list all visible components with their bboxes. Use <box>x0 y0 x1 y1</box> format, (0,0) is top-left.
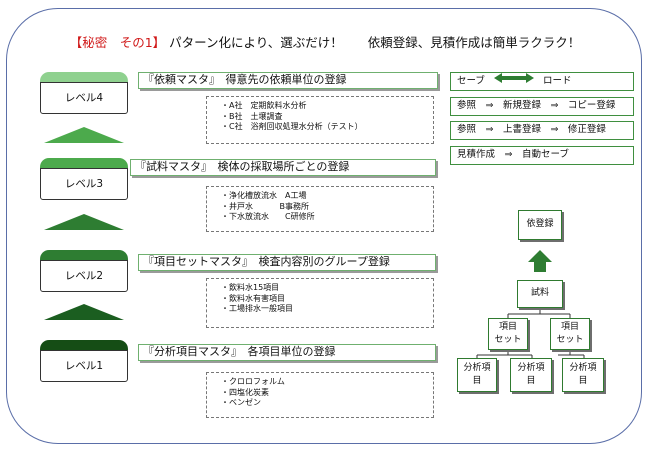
level-2-box: レベル2 <box>40 250 128 292</box>
tree-node-set-1: 項目 セット <box>488 318 528 350</box>
tree-node-item-3: 分析項 目 <box>562 358 604 392</box>
tree-up-arrow <box>528 250 552 272</box>
master-item: ・B社 土壌調査 <box>221 111 283 121</box>
level-1-box: レベル1 <box>40 340 128 382</box>
master-item: ・飲料水有害項目 <box>221 293 285 303</box>
level-4-label: レベル4 <box>40 82 128 114</box>
tree-node-item-1: 分析項 目 <box>457 358 497 392</box>
tree-node-shiryo: 試料 <box>517 280 563 308</box>
master-item: ・A社 定期飲料水分析 <box>221 101 307 110</box>
master-item: ・井戸水 B事務所 <box>221 201 310 211</box>
master-item: ・ベンゼン <box>221 398 261 407</box>
level-4-box: レベル4 <box>40 72 128 114</box>
master-list-irai: ・A社 定期飲料水分析 ・B社 土壌調査 ・C社 浴剤回収処理水分析（テスト） <box>206 96 434 144</box>
headline: 【秘密 その1】 パターン化により、選ぶだけ！ 依頼登録、見積作成は簡単ラクラク… <box>0 32 650 51</box>
master-item: ・C社 浴剤回収処理水分析（テスト） <box>221 122 363 131</box>
master-header-set: 『項目セットマスタ』 検査内容別のグループ登録 <box>138 254 436 271</box>
master-item: ・クロロフォルム <box>221 377 285 386</box>
master-list-bunseki: ・クロロフォルム ・四塩化炭素 ・ベンゼン <box>206 372 434 418</box>
master-item: ・下水放流水 C研修所 <box>221 212 315 221</box>
flow-box-estimate: 見積作成 ⇒ 自動セーブ <box>450 146 634 165</box>
save-load-box: セーブ ロード <box>450 72 634 91</box>
master-header-bunseki: 『分析項目マスタ』 各項目単位の登録 <box>138 344 436 361</box>
tree-node-item-2: 分析項 目 <box>510 358 552 392</box>
level-arrow-3 <box>44 304 124 320</box>
tree-node-set-2: 項目 セット <box>550 318 590 350</box>
level-1-label: レベル1 <box>40 350 128 382</box>
master-item: ・工場排水一般項目 <box>221 304 293 313</box>
flow-box-overwrite: 参照 ⇒ 上書登録 ⇒ 修正登録 <box>450 121 634 140</box>
level-3-label: レベル3 <box>40 168 128 200</box>
master-header-shiryo: 『試料マスタ』 検体の採取場所ごとの登録 <box>130 159 436 176</box>
flow-box-new: 参照 ⇒ 新規登録 ⇒ コピー登録 <box>450 97 634 116</box>
master-list-set: ・飲料水15項目 ・飲料水有害項目 ・工場排水一般項目 <box>206 278 434 328</box>
headline-text: パターン化により、選ぶだけ！ 依頼登録、見積作成は簡単ラクラク！ <box>169 35 581 50</box>
master-item: ・四塩化炭素 <box>221 387 269 397</box>
level-arrow-1 <box>44 127 124 143</box>
headline-lead: 【秘密 その1】 <box>69 35 166 50</box>
master-header-irai: 『依頼マスタ』 得意先の依頼単位の登録 <box>138 72 438 89</box>
double-arrow-icon <box>493 73 534 89</box>
level-arrow-2 <box>44 214 124 230</box>
master-list-shiryo: ・浄化槽放流水 A工場 ・井戸水 B事務所 ・下水放流水 C研修所 <box>206 186 434 232</box>
tree-node-irai: 依登録 <box>518 210 562 240</box>
save-label: セーブ <box>457 75 485 87</box>
master-item: ・飲料水15項目 <box>221 283 280 292</box>
level-3-box: レベル3 <box>40 158 128 200</box>
load-label: ロード <box>543 75 572 87</box>
level-2-label: レベル2 <box>40 260 128 292</box>
master-item: ・浄化槽放流水 A工場 <box>221 191 307 200</box>
